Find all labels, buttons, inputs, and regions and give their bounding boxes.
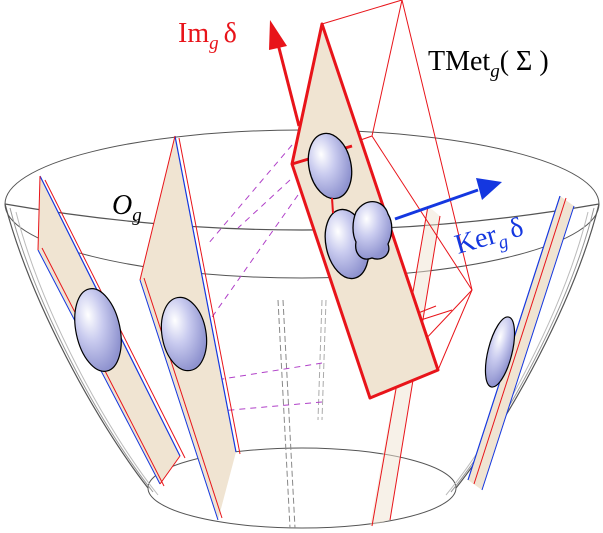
cone-surface	[4, 129, 600, 529]
orbit-ellipse-right	[484, 316, 516, 388]
orbit-label: Og	[112, 190, 142, 226]
central-slice	[290, 22, 440, 400]
orbit-ellipse-left	[74, 288, 122, 372]
orbit-ellipse	[160, 296, 208, 372]
cone-back-seam	[277, 299, 296, 529]
slice-left	[37, 175, 186, 487]
kernel-arrow	[394, 178, 502, 221]
slice-right	[467, 195, 575, 491]
kernel-label: Kergδ	[451, 212, 528, 266]
slice-orbit	[139, 135, 241, 521]
kernel-blob	[352, 201, 393, 260]
tangent-space-label: TMetg( Σ )	[428, 46, 549, 82]
cone-left-wall	[4, 203, 149, 489]
central-ellipse-top	[307, 132, 353, 200]
cone-bottom-rim	[147, 447, 457, 529]
cone-front-top-arc	[4, 203, 600, 231]
image-arrow	[269, 20, 301, 127]
dashed-guides	[207, 144, 323, 413]
